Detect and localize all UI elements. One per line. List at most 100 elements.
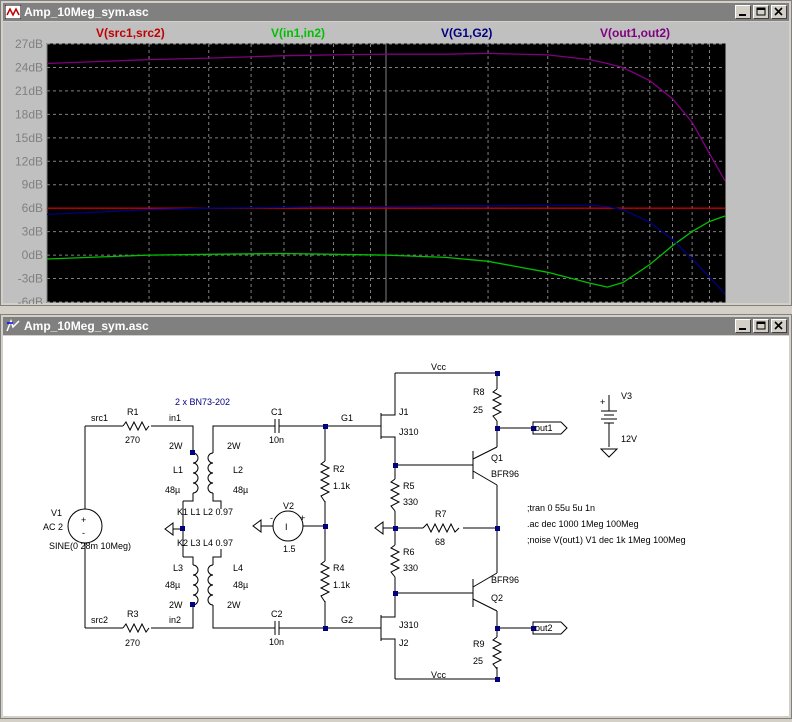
inductor-l1 xyxy=(192,452,199,494)
schematic-window[interactable]: Amp_10Meg_sym.asc xyxy=(0,314,792,719)
component-label: L4 xyxy=(233,563,243,573)
junction xyxy=(531,626,536,631)
component-label: C1 xyxy=(271,407,283,417)
wire xyxy=(395,464,473,594)
component-label: R5 xyxy=(403,481,415,491)
component-value: 330 xyxy=(403,563,418,573)
waveform-icon xyxy=(5,5,21,19)
resistor-r1 xyxy=(122,420,150,432)
junction xyxy=(190,602,195,607)
component-label: R4 xyxy=(333,563,345,573)
capacitor-c1 xyxy=(265,419,325,433)
component-label: R3 xyxy=(127,609,139,619)
component-value: 1.1k xyxy=(333,481,351,491)
schematic-diagram[interactable]: Vcc Vcc 2 x BN73-202 src1 src2 in1 in2 G… xyxy=(3,336,789,717)
close-button[interactable] xyxy=(771,319,787,333)
component-value: 10n xyxy=(269,637,284,647)
maximize-icon xyxy=(756,321,766,330)
directive-noise: ;noise V(out1) V1 dec 1k 1Meg 100Meg xyxy=(527,535,686,545)
current-mark: I xyxy=(285,522,288,532)
resistor-r2 xyxy=(319,460,331,503)
plus-sign: + xyxy=(81,515,86,525)
vcc-label: Vcc xyxy=(431,362,447,372)
trace-label[interactable]: V(in1,in2) xyxy=(271,26,325,40)
plus-sign: + xyxy=(300,513,305,523)
inductor-l3 xyxy=(192,564,199,606)
y-tick-label: -6dB xyxy=(18,295,43,304)
jfet-j2 xyxy=(375,593,396,679)
bjt-q1 xyxy=(472,446,498,486)
resistor-r8 xyxy=(491,388,503,422)
component-value: 68 xyxy=(435,537,445,547)
junction xyxy=(495,526,500,531)
net-tag-out2 xyxy=(532,621,568,635)
y-tick-label: 12dB xyxy=(15,154,43,168)
capacitor-c2 xyxy=(265,621,325,635)
wire xyxy=(183,556,194,565)
close-button[interactable] xyxy=(771,5,787,19)
maximize-button[interactable] xyxy=(753,319,769,333)
net-label: G1 xyxy=(341,413,353,423)
trace-label[interactable]: V(src1,src2) xyxy=(96,26,165,40)
junction xyxy=(495,677,500,682)
bode-plot[interactable]: V(src1,src2) V(in1,in2) V(G1,G2) V(out1,out… xyxy=(3,22,789,323)
schematic-canvas[interactable]: Vcc Vcc 2 x BN73-202 src1 src2 in1 in2 G… xyxy=(3,336,789,716)
plot-window[interactable]: Amp_10Meg_sym.asc V(src1,src2) V(in1,in2)… xyxy=(0,0,792,323)
y-tick-label: 6dB xyxy=(22,201,43,215)
minimize-button[interactable] xyxy=(735,5,751,19)
plus-sign: + xyxy=(600,397,605,407)
component-label: Q2 xyxy=(491,593,503,603)
voltage-source-v1 xyxy=(67,508,103,544)
ground-symbol xyxy=(374,521,384,535)
minimize-icon xyxy=(739,14,746,16)
series-line xyxy=(46,52,726,182)
component-label: R7 xyxy=(435,509,447,519)
component-value: SINE(0 28m 10Meg) xyxy=(49,541,131,551)
wire xyxy=(212,425,265,509)
resistor-r9 xyxy=(491,636,503,670)
plot-title-bar[interactable]: Amp_10Meg_sym.asc xyxy=(3,3,789,21)
trace-label[interactable]: V(out1,out2) xyxy=(600,26,670,40)
close-icon xyxy=(774,7,783,16)
component-value: 270 xyxy=(125,435,140,445)
component-value: 48µ xyxy=(233,580,248,590)
battery-v3 xyxy=(601,395,617,447)
wire xyxy=(324,425,375,629)
minimize-button[interactable] xyxy=(735,319,751,333)
plot-window-title: Amp_10Meg_sym.asc xyxy=(24,5,149,19)
ground-symbol xyxy=(599,448,619,458)
trace-label[interactable]: V(G1,G2) xyxy=(441,26,492,40)
resistor-r3 xyxy=(122,622,150,634)
ground-symbol xyxy=(164,522,174,536)
minus-sign: - xyxy=(82,528,85,538)
net-label: G2 xyxy=(341,615,353,625)
ground-symbol xyxy=(252,519,262,533)
resistor-r5 xyxy=(389,478,401,512)
resistor-r6 xyxy=(389,544,401,578)
component-value: 1.1k xyxy=(333,580,351,590)
winding-label: 2W xyxy=(169,441,183,451)
plot-canvas[interactable]: V(src1,src2) V(in1,in2) V(G1,G2) V(out1,out… xyxy=(3,22,789,323)
component-value: J310 xyxy=(399,427,419,437)
inductor-l4 xyxy=(207,564,214,606)
coupling-label: K1 L1 L2 0.97 xyxy=(177,507,233,517)
maximize-button[interactable] xyxy=(753,5,769,19)
y-tick-label: 24dB xyxy=(15,60,43,74)
schematic-title-bar[interactable]: Amp_10Meg_sym.asc xyxy=(3,317,789,335)
net-label: in2 xyxy=(169,615,181,625)
jfet-j1 xyxy=(375,373,396,465)
component-label: V1 xyxy=(51,508,62,518)
minus-sign: - xyxy=(270,513,273,523)
net-label: out1 xyxy=(535,423,553,433)
component-value: 10n xyxy=(269,435,284,445)
winding-label: 2W xyxy=(227,441,241,451)
transformer-note: 2 x BN73-202 xyxy=(175,397,230,407)
wire xyxy=(84,425,123,629)
junction xyxy=(323,626,328,631)
bjt-q2 xyxy=(472,572,498,612)
wire xyxy=(212,549,265,629)
minimize-icon xyxy=(739,328,746,330)
component-label: L2 xyxy=(233,465,243,475)
component-value: BFR96 xyxy=(491,469,519,479)
component-label: R1 xyxy=(127,407,139,417)
